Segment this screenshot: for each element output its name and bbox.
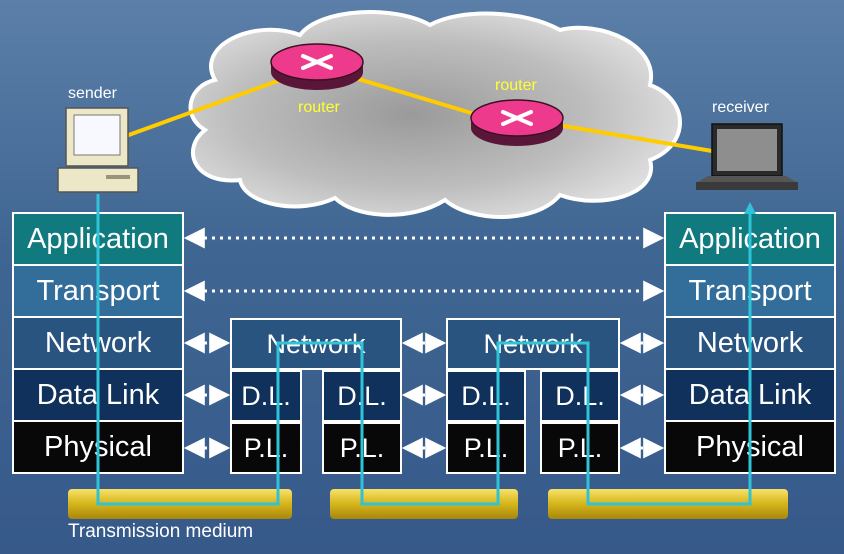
peer-arrows — [183, 227, 665, 459]
router-icon — [270, 43, 364, 90]
signal-path — [96, 194, 756, 506]
laptop-icon — [696, 123, 798, 190]
transmission-medium-label: Transmission medium — [68, 521, 254, 542]
desktop-computer-icon — [57, 107, 139, 193]
router-data-link-layer: D.L. — [230, 370, 302, 422]
router-data-link-layer: D.L. — [446, 370, 526, 422]
router-label: router — [298, 99, 340, 116]
router-icon — [470, 99, 564, 146]
router-label: router — [495, 77, 537, 94]
sender-label: sender — [68, 85, 117, 102]
receiver-label: receiver — [712, 99, 769, 116]
link-lines — [125, 76, 719, 154]
router-physical-layer: P.L. — [540, 422, 620, 474]
router-data-link-layer: D.L. — [540, 370, 620, 422]
router-physical-layer: P.L. — [230, 422, 302, 474]
router-physical-layer: P.L. — [446, 422, 526, 474]
